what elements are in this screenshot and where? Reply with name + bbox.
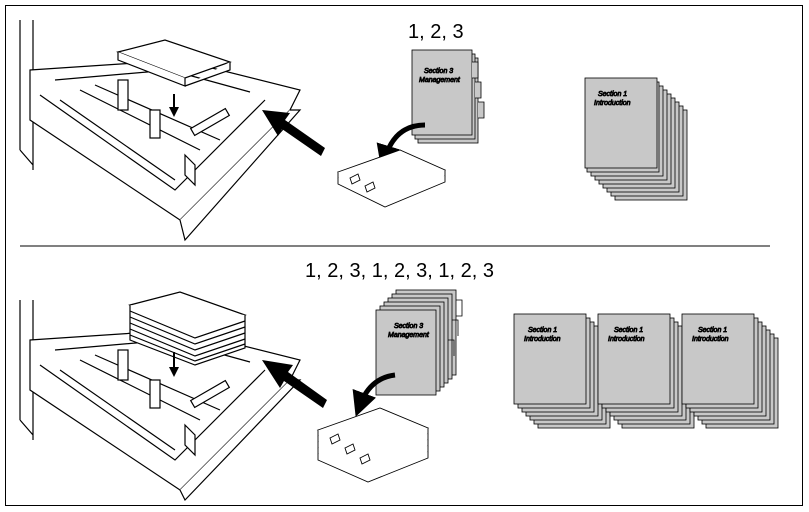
output-document-top: Section 1 Introduction xyxy=(584,77,688,201)
output-doc-bottom-3-line2: Introduction xyxy=(692,336,729,343)
output-doc-bottom-2-line2: Introduction xyxy=(608,336,645,343)
tab-sheet-bottom-line2: Management xyxy=(388,332,430,339)
output-doc-bottom-1-line1: Section 1 xyxy=(528,327,557,334)
diagram-border xyxy=(5,5,803,506)
tab-sheet-stack-bottom: Section 3 Management xyxy=(375,289,463,396)
curved-arrow-top xyxy=(376,122,426,170)
curved-arrow-bottom xyxy=(352,372,396,417)
paper-tray-illustration-top xyxy=(19,20,302,242)
output-doc-bottom-3-line1: Section 1 xyxy=(698,327,727,334)
output-document-bottom-3: Section 1 Introduction xyxy=(681,313,779,429)
paper-tray-illustration-bottom xyxy=(19,291,302,502)
output-document-bottom-2: Section 1 Introduction xyxy=(597,313,695,429)
tab-sheet-bottom-line1: Section 3 xyxy=(394,323,423,330)
loose-sheets-bottom xyxy=(316,407,430,483)
output-document-bottom-1: Section 1 Introduction xyxy=(513,313,611,429)
sequence-label-bottom: 1, 2, 3, 1, 2, 3, 1, 2, 3 xyxy=(305,260,494,282)
insert-arrow-top xyxy=(262,110,325,156)
output-doc-bottom-2-line1: Section 1 xyxy=(614,327,643,334)
output-doc-bottom-1-line2: Introduction xyxy=(524,336,561,343)
sequence-label-top: 1, 2, 3 xyxy=(408,21,464,43)
tab-sheet-top-line2: Management xyxy=(419,77,461,84)
tab-sheet-top-line1: Section 3 xyxy=(424,68,453,75)
output-doc-top-line2: Introduction xyxy=(594,100,631,107)
output-doc-top-line1: Section 1 xyxy=(598,91,627,98)
insert-arrow-bottom xyxy=(262,360,327,408)
tab-sheet-stack-top: Section 3 Management xyxy=(411,49,485,144)
loose-sheets-top xyxy=(336,149,447,208)
